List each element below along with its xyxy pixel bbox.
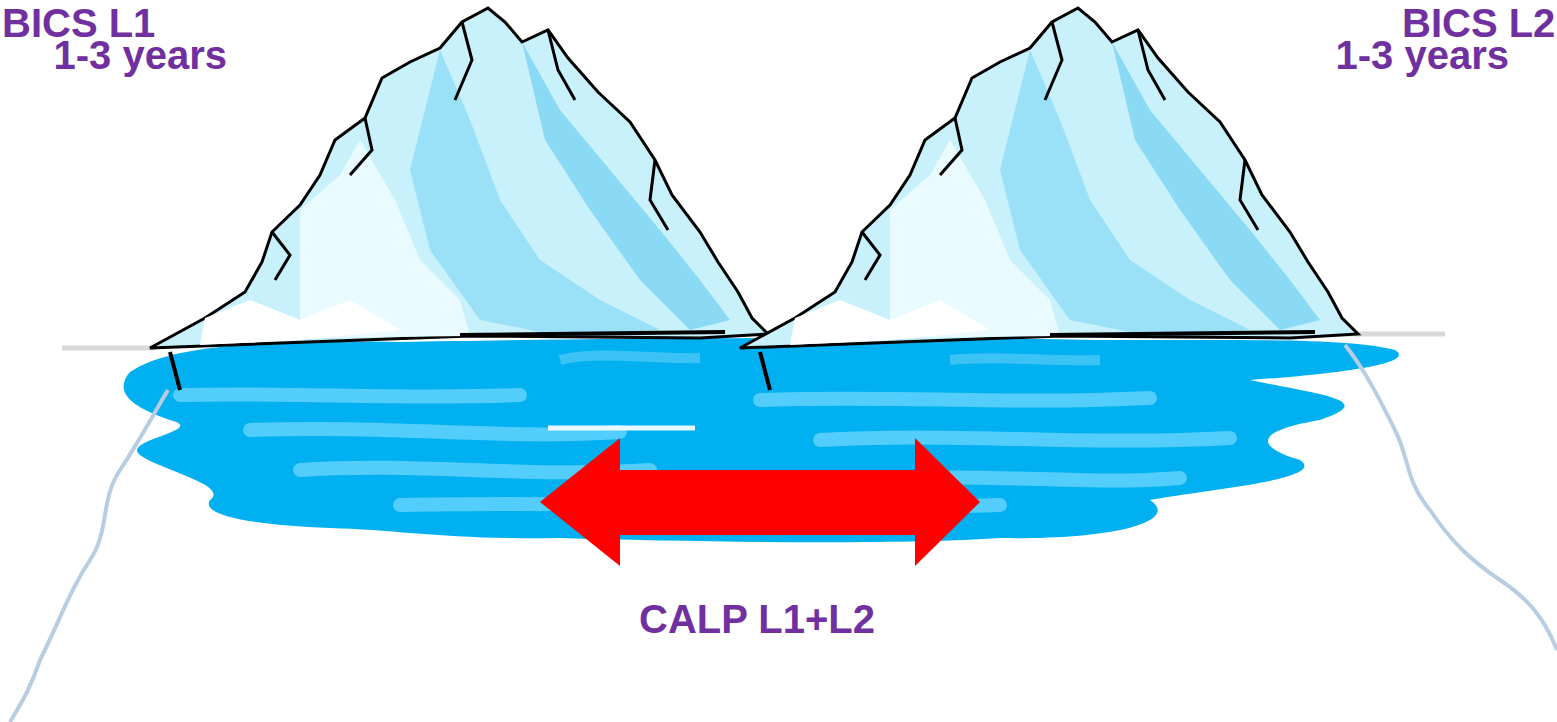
waterline: [62, 346, 155, 351]
waterline: [548, 426, 695, 431]
double-arrow: [540, 438, 980, 566]
iceberg-tip: [740, 8, 1358, 390]
submerged-iceberg-outline: [10, 390, 168, 722]
duration-label: 1-3 years: [54, 32, 227, 78]
submerged-iceberg-outline: [1345, 345, 1557, 650]
water-shade: [560, 355, 1100, 360]
depth-label: CALP L1+L2: [639, 596, 875, 642]
iceberg-tip: [150, 8, 768, 390]
duration-label: 1-3 years: [1336, 32, 1509, 78]
